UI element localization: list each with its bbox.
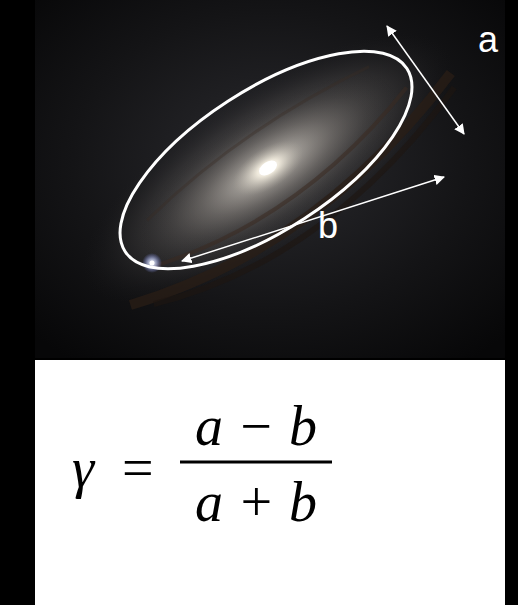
formula-denominator: a + b [176, 474, 336, 530]
formula-symbol: γ [72, 440, 94, 496]
formula-symbol: = [122, 440, 154, 496]
dimension-label: b [318, 208, 338, 244]
dimension-label: a [478, 22, 498, 58]
formula-numerator: a − b [176, 398, 336, 454]
